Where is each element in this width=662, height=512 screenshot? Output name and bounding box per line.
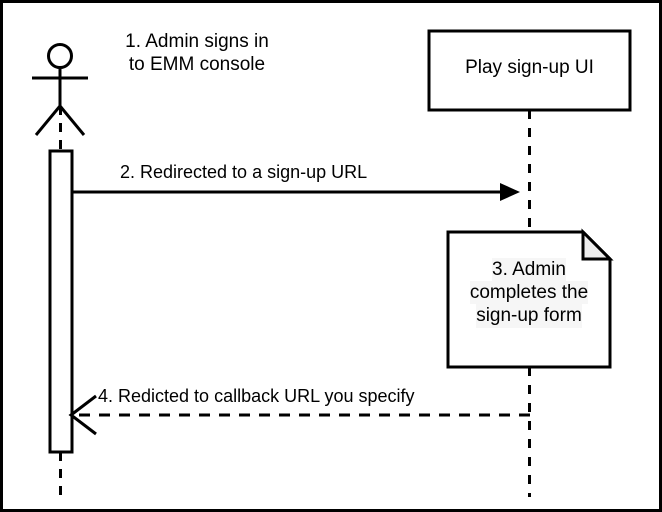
actor-step-label-line1: 1. Admin signs in — [125, 31, 269, 52]
actor-left-leg-line — [34, 105, 62, 136]
actor-right-leg-line — [58, 105, 86, 136]
message-4-arrow — [68, 394, 530, 436]
message-4-label: 4. Redicted to callback URL you specify — [98, 386, 415, 406]
participant-box — [427, 29, 632, 112]
note-text-line3: sign-up form — [476, 304, 582, 328]
actor-stick-figure — [32, 43, 88, 136]
note-folded-corner — [581, 228, 614, 261]
actor-activation-box — [48, 149, 74, 454]
message-4-arrowhead — [68, 394, 97, 436]
actor-head-icon — [47, 43, 73, 69]
message-2-arrowhead — [500, 183, 520, 201]
note-text-line2: completes the — [469, 281, 589, 305]
note-text-line1: 3. Admin — [492, 258, 566, 282]
message-2-label: 2. Redirected to a sign-up URL — [120, 162, 368, 182]
participant-label: Play sign-up UI — [465, 57, 594, 78]
actor-step-label-line2: to EMM console — [128, 54, 266, 76]
message-2-arrow — [72, 183, 520, 201]
